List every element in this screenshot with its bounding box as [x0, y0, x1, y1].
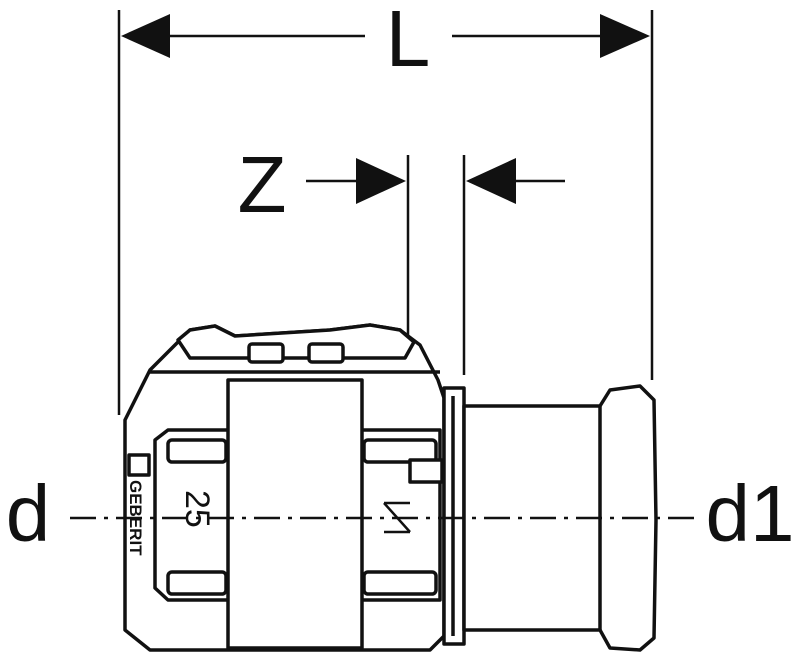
dimension-label-L: L — [386, 0, 431, 83]
rib-bottom-1 — [166, 570, 228, 596]
cap-slot-right — [307, 342, 345, 364]
fitting-body — [123, 323, 446, 652]
arrowhead-L-left — [121, 14, 170, 58]
size-marking: 25 — [178, 490, 216, 528]
spigot — [442, 384, 658, 652]
rib-top-2 — [362, 438, 438, 464]
center-sleeve — [226, 378, 364, 650]
diameter-label-d1: d1 — [706, 469, 795, 558]
spigot-tube — [462, 384, 658, 652]
top-cap — [176, 323, 416, 360]
label-tab — [127, 453, 151, 477]
arrowhead-L-right — [600, 14, 650, 58]
press-indicator — [408, 458, 444, 484]
arrowhead-z-right — [466, 158, 516, 204]
arrowhead-z-left — [356, 158, 406, 204]
dimension-L — [117, 10, 654, 415]
rib-bottom-2 — [362, 570, 438, 596]
cap-slot-left — [247, 342, 285, 364]
dimension-label-Z: Z — [238, 140, 287, 229]
rib-top-1 — [166, 438, 228, 464]
diameter-label-d: d — [6, 469, 51, 558]
